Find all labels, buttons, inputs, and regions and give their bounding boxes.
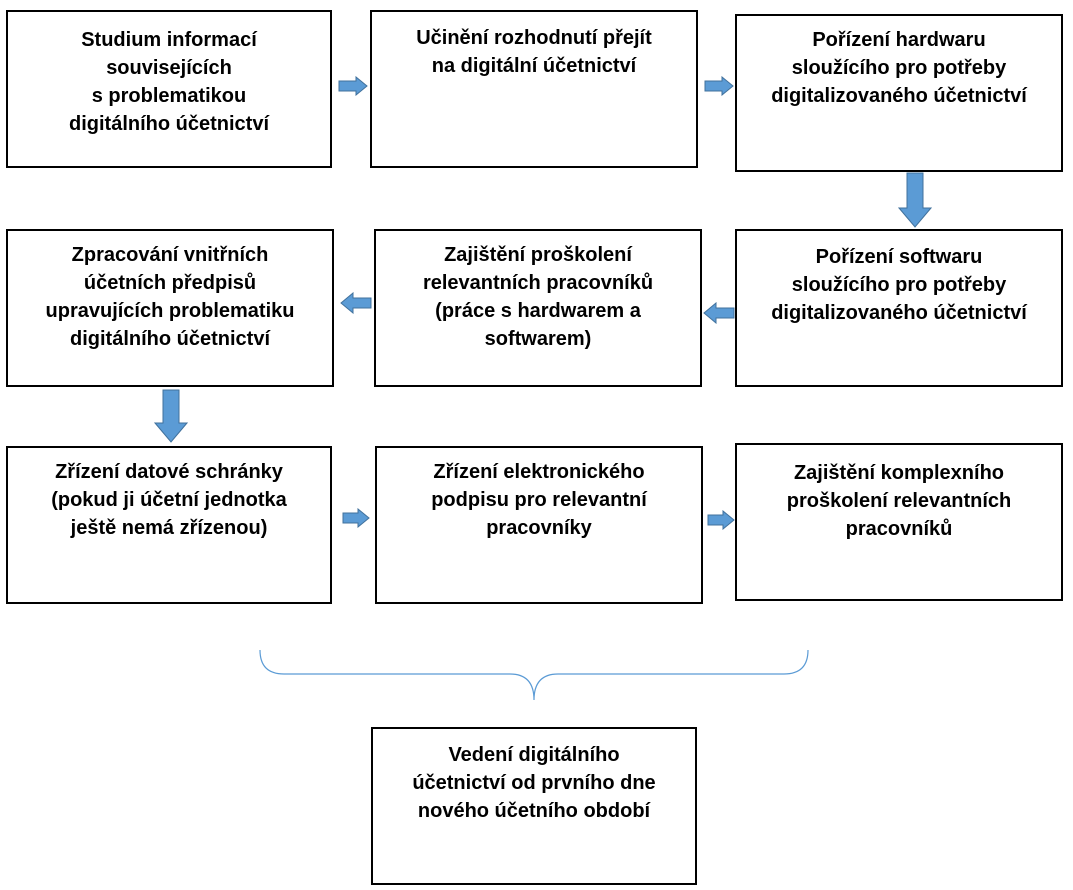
step-label-6: Zpracování vnitřních účetních předpisů u… [45, 244, 295, 350]
step-box-4: Pořízení softwaru sloužícího pro potřeby… [735, 229, 1063, 387]
step-label-9: Zajištění komplexního proškolení relevan… [786, 462, 1012, 540]
step-box-1: Studium informací souvisejících s proble… [6, 10, 332, 168]
step-box-9: Zajištění komplexního proškolení relevan… [735, 443, 1063, 601]
step-box-7: Zřízení datové schránky (pokud ji účetní… [6, 446, 332, 604]
step-label-10: Vedení digitálního účetnictví od prvního… [412, 744, 656, 822]
step-box-3: Pořízení hardwaru sloužícího pro potřeby… [735, 14, 1063, 172]
arrow-right-icon [338, 76, 368, 96]
step-box-8: Zřízení elektronického podpisu pro relev… [375, 446, 703, 604]
step-box-5: Zajištění proškolení relevantních pracov… [374, 229, 702, 387]
arrow-right-icon [704, 76, 734, 96]
step-label-3: Pořízení hardwaru sloužícího pro potřeby… [771, 29, 1027, 107]
step-box-10: Vedení digitálního účetnictví od prvního… [371, 727, 697, 885]
step-label-1: Studium informací souvisejících s proble… [68, 29, 269, 135]
arrow-right-icon [707, 510, 735, 530]
step-box-6: Zpracování vnitřních účetních předpisů u… [6, 229, 334, 387]
step-label-4: Pořízení softwaru sloužícího pro potřeby… [771, 246, 1027, 324]
step-label-8: Zřízení elektronického podpisu pro relev… [431, 461, 647, 539]
arrow-left-icon [340, 292, 372, 314]
arrow-left-icon [703, 302, 735, 324]
step-label-2: Učinění rozhodnutí přejít na digitální ú… [416, 27, 652, 77]
arrow-down-icon [898, 172, 932, 228]
step-box-2: Učinění rozhodnutí přejít na digitální ú… [370, 10, 698, 168]
arrow-right-icon [342, 508, 370, 528]
arrow-down-icon [154, 389, 188, 443]
step-label-7: Zřízení datové schránky (pokud ji účetní… [51, 461, 287, 539]
step-label-5: Zajištění proškolení relevantních pracov… [422, 244, 654, 350]
